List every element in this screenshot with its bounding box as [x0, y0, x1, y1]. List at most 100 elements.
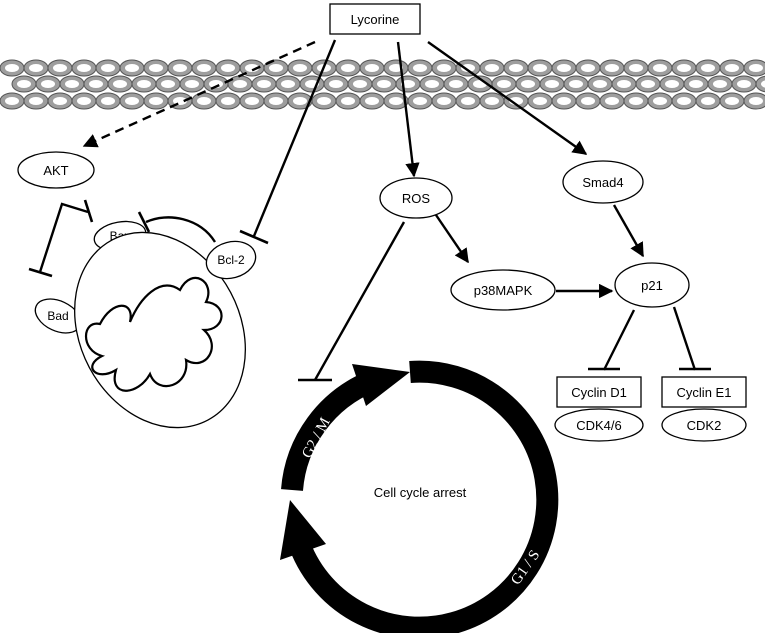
cell-cycle-arrow-head-left — [280, 500, 326, 560]
lipid-head-hole — [101, 64, 115, 72]
edge-lycorine-bcl2 — [252, 39, 337, 237]
edge-lycorine-smad4 — [427, 41, 588, 155]
lipid-head-hole — [125, 97, 139, 105]
cdk2-label: CDK2 — [687, 418, 722, 433]
edge-p21-cyclind1 — [602, 309, 636, 371]
lipid-head-hole — [677, 64, 691, 72]
lipid-head-hole — [425, 80, 439, 88]
smad4-node: Smad4 — [562, 160, 644, 204]
lipid-head-hole — [533, 97, 547, 105]
lipid-head-hole — [437, 97, 451, 105]
lipid-head-hole — [5, 97, 19, 105]
edge-p21-cycline1 — [672, 306, 697, 371]
lipid-head-hole — [509, 64, 523, 72]
lipid-head-hole — [173, 64, 187, 72]
lipid-head-hole — [125, 64, 139, 72]
lipid-head-hole — [761, 80, 765, 88]
lipid-head-hole — [233, 80, 247, 88]
lipid-head-hole — [581, 64, 595, 72]
bcl2-label: Bcl-2 — [217, 253, 245, 267]
lipid-head-hole — [53, 64, 67, 72]
bad-node: Bad — [34, 298, 82, 334]
lipid-head-hole — [701, 97, 715, 105]
lipid-head-hole — [593, 80, 607, 88]
lipid-head-hole — [185, 80, 199, 88]
bad-label: Bad — [47, 309, 68, 323]
lipid-head-hole — [749, 64, 763, 72]
lipid-head-hole — [245, 97, 259, 105]
mitochondrion-cristae — [85, 276, 223, 392]
lipid-head-hole — [341, 97, 355, 105]
inhibit-bar-bcl2 — [239, 229, 269, 245]
lipid-head-hole — [461, 64, 475, 72]
lipid-head-hole — [317, 97, 331, 105]
lipid-head-hole — [617, 80, 631, 88]
cell-cycle-arc-g2m — [281, 370, 377, 492]
lipid-head-hole — [653, 64, 667, 72]
cyclin-d1-label: Cyclin D1 — [571, 385, 627, 400]
lipid-head-hole — [269, 97, 283, 105]
lipid-head-hole — [389, 64, 403, 72]
inhibit-bar-bax — [83, 199, 94, 223]
lipid-head-hole — [413, 64, 427, 72]
lipid-head-hole — [689, 80, 703, 88]
lipid-head-hole — [221, 97, 235, 105]
lipid-head-hole — [629, 64, 643, 72]
lipid-head-hole — [713, 80, 727, 88]
ros-node: ROS — [379, 177, 453, 219]
lipid-head-hole — [29, 97, 43, 105]
p38mapk-label: p38MAPK — [474, 283, 533, 298]
lipid-head-hole — [269, 64, 283, 72]
edge-ros-g2m — [313, 221, 406, 381]
lipid-head-hole — [677, 97, 691, 105]
lipid-head-hole — [629, 97, 643, 105]
lipid-head-hole — [53, 97, 67, 105]
lipid-head-hole — [665, 80, 679, 88]
lipid-head-hole — [437, 64, 451, 72]
cdk2-node: CDK2 — [661, 408, 747, 442]
lycorine-label: Lycorine — [351, 12, 400, 27]
edge-lycorine-akt — [82, 40, 316, 148]
lipid-head-hole — [149, 64, 163, 72]
lipid-head-hole — [533, 64, 547, 72]
lipid-head-hole — [41, 80, 55, 88]
lipid-head-hole — [341, 64, 355, 72]
edge-smad4-p21 — [612, 204, 645, 258]
edge-ros-p38mapk — [435, 214, 469, 264]
lipid-head-hole — [77, 64, 91, 72]
lipid-head-hole — [101, 97, 115, 105]
lipid-head-hole — [605, 64, 619, 72]
lipid-head-hole — [401, 80, 415, 88]
lipid-head-hole — [545, 80, 559, 88]
lipid-head-hole — [653, 97, 667, 105]
cell-cycle-arrow-head-top — [352, 364, 410, 406]
lipid-head-hole — [173, 97, 187, 105]
lipid-head-hole — [149, 97, 163, 105]
lycorine-node: Lycorine — [329, 3, 421, 35]
cdk46-node: CDK4/6 — [554, 408, 644, 442]
smad4-label: Smad4 — [582, 175, 623, 190]
lipid-head-hole — [353, 80, 367, 88]
lipid-head-hole — [113, 80, 127, 88]
lipid-head-hole — [497, 80, 511, 88]
lipid-head-hole — [137, 80, 151, 88]
mitochondrion — [74, 231, 246, 429]
lipid-head-hole — [329, 80, 343, 88]
p38mapk-node: p38MAPK — [450, 269, 556, 311]
cdk46-label: CDK4/6 — [576, 418, 622, 433]
lipid-head-hole — [557, 97, 571, 105]
cell-membrane — [0, 59, 765, 110]
ros-label: ROS — [402, 191, 431, 206]
cell-cycle: G2 / M G1 / S Cell cycle arrest — [280, 360, 559, 633]
lipid-head-hole — [365, 97, 379, 105]
lipid-head-hole — [365, 64, 379, 72]
cyclin-e1-label: Cyclin E1 — [677, 385, 732, 400]
lipid-head-hole — [605, 97, 619, 105]
cyclin-d1-node: Cyclin D1 — [556, 376, 642, 408]
edge-bcl2-bax — [145, 216, 217, 243]
cell-cycle-arc-g1s — [289, 360, 559, 633]
lipid-head-hole — [377, 80, 391, 88]
lipid-head-hole — [725, 97, 739, 105]
akt-label: AKT — [43, 163, 68, 178]
